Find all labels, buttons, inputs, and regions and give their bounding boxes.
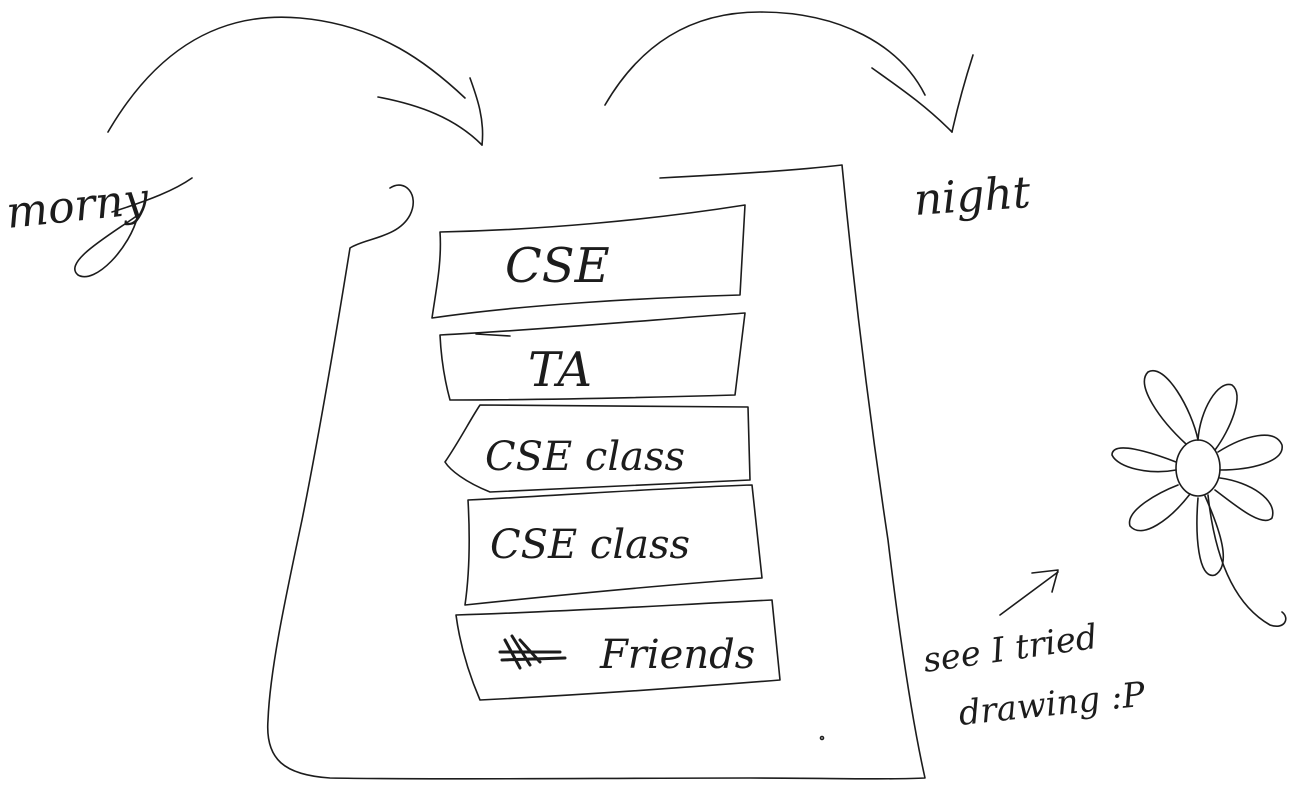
schedule-block-label: TA [528, 342, 592, 398]
note-line-2: drawing :P [957, 674, 1148, 733]
schedule-block: CSE class [444, 404, 751, 493]
schedule-block: CSE [431, 204, 746, 319]
day-outline [266, 164, 926, 780]
note-line-1: see I tried [921, 617, 1100, 681]
note: see I tried drawing :P [921, 617, 1148, 734]
schedule-block: CSE class [464, 484, 763, 606]
scribble-out-mark [498, 634, 567, 670]
curved-arrow-left-icon [107, 16, 484, 146]
schedule-block: TA [439, 312, 746, 401]
schedule-block: Friends [455, 599, 781, 701]
schedule-block-label: CSE class [490, 522, 690, 568]
schedule-block-label: Friends [599, 632, 755, 678]
flower-icon [1111, 369, 1287, 627]
pointer-arrow-icon [999, 569, 1059, 616]
curved-arrow-right-icon [604, 11, 974, 133]
schedule-block-label: CSE class [485, 434, 685, 480]
night-label: night [912, 167, 1032, 226]
schedule-block-label: CSE [505, 238, 610, 294]
morning-tail-stroke [74, 177, 193, 278]
stray-dot [819, 735, 825, 741]
